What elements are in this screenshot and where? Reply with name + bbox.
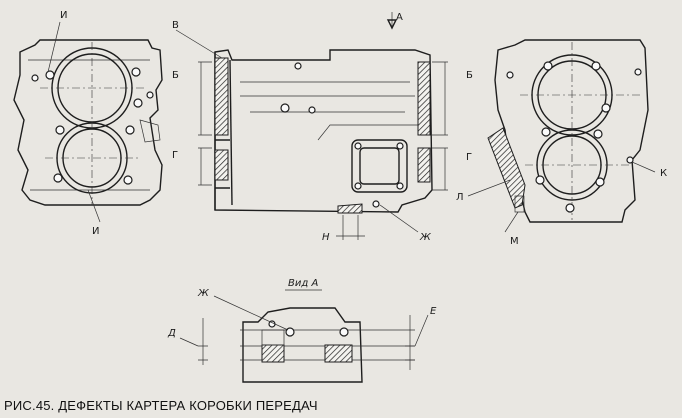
label-zh-main: Ж xyxy=(419,232,432,243)
right-rear-view xyxy=(467,39,656,233)
label-e: Е xyxy=(430,306,437,317)
label-b-left: Б xyxy=(172,70,179,81)
drawing-labels: И И В А Б Г Б Г Н Ж Л М К Вид А Ж Д Е xyxy=(60,10,667,339)
label-b-right: Б xyxy=(466,70,473,81)
label-k: К xyxy=(660,168,667,179)
label-zh-view: Ж xyxy=(197,288,210,299)
label-view-a: Вид А xyxy=(288,278,318,289)
label-g-right: Г xyxy=(466,152,472,163)
label-n: Н xyxy=(322,232,330,243)
left-front-view xyxy=(13,21,163,223)
label-i-bottom: И xyxy=(92,226,99,237)
label-m: М xyxy=(510,236,519,247)
label-a: А xyxy=(396,12,403,23)
label-g-left: Г xyxy=(172,150,178,161)
view-a-section xyxy=(179,289,429,383)
label-l: Л xyxy=(456,192,464,203)
label-v: В xyxy=(172,20,179,31)
technical-drawing: И И В А Б Г Б Г Н Ж Л М К Вид А Ж Д Е xyxy=(13,10,667,383)
figure-caption: РИС.45. ДЕФЕКТЫ КАРТЕРА КОРОБКИ ПЕРЕДАЧ xyxy=(4,398,318,413)
label-i-top: И xyxy=(60,10,67,21)
label-d: Д xyxy=(167,328,176,339)
center-side-view xyxy=(175,12,448,240)
